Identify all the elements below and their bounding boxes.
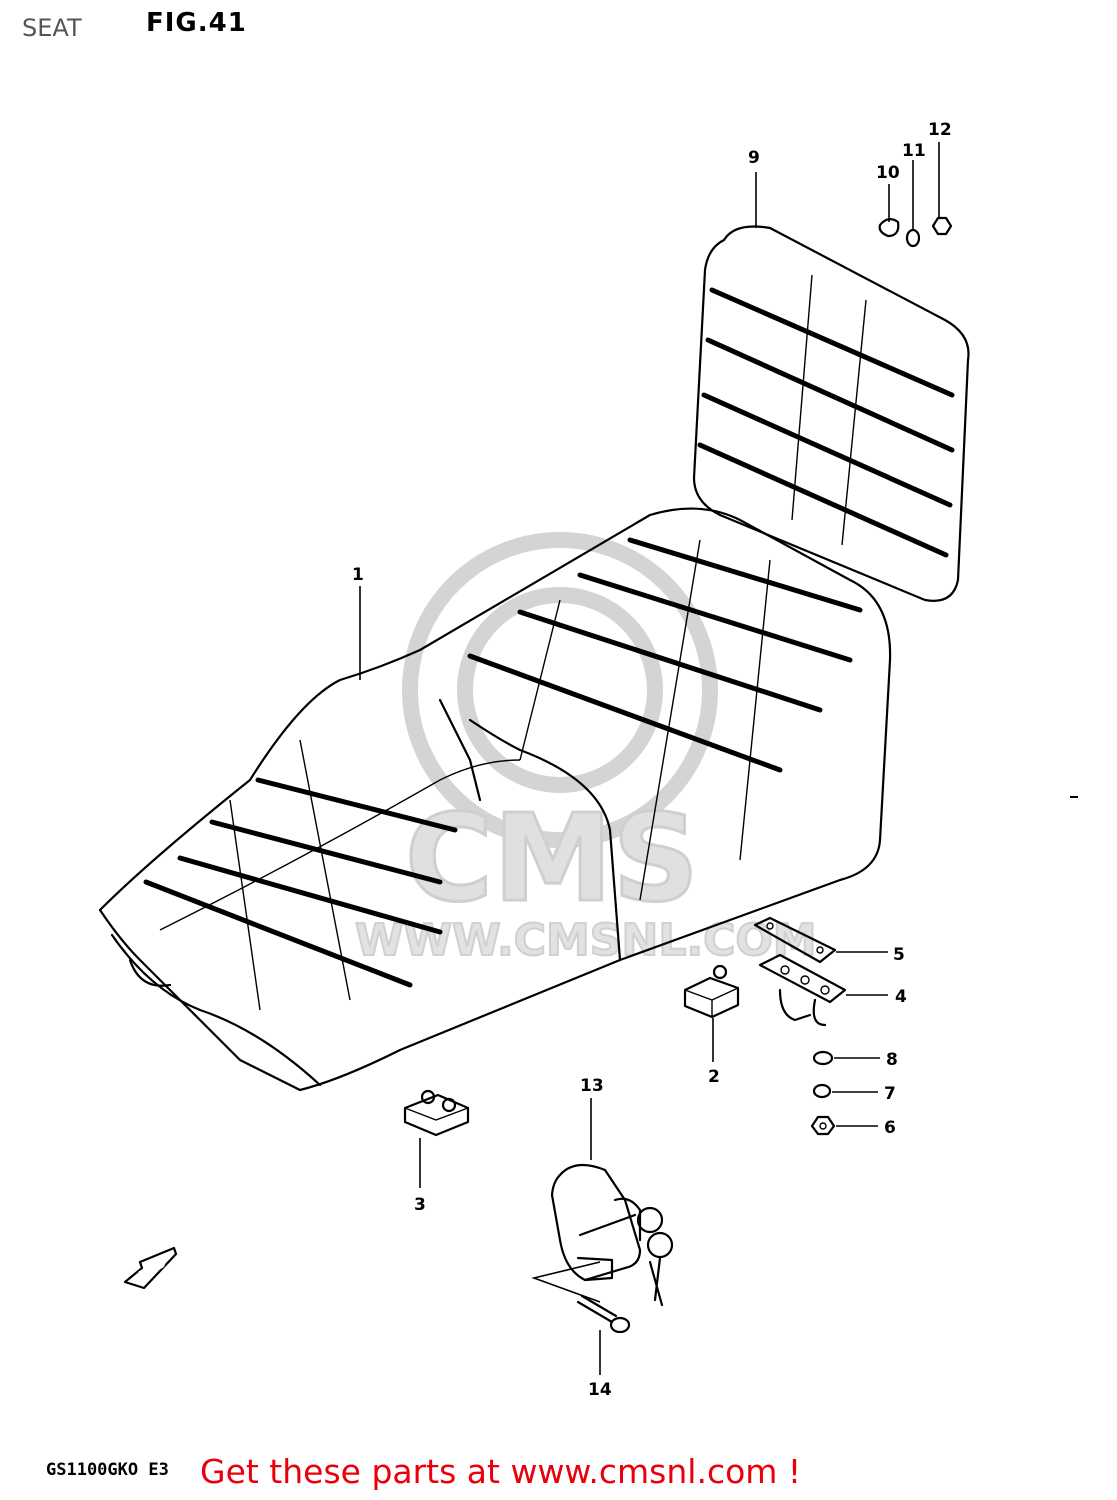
part-1-seat[interactable] bbox=[98, 507, 892, 1092]
callout-1[interactable]: 1 bbox=[352, 565, 364, 585]
promo-link[interactable]: Get these parts at www.cmsnl.com ! bbox=[200, 1452, 802, 1491]
model-code: GS1100GKO E3 bbox=[46, 1460, 169, 1480]
part-7-washer[interactable] bbox=[812, 1083, 832, 1099]
callout-8[interactable]: 8 bbox=[886, 1050, 898, 1070]
callout-3[interactable]: 3 bbox=[414, 1195, 426, 1215]
leader-lines bbox=[359, 142, 940, 1375]
section-title: SEAT bbox=[22, 14, 82, 42]
part-5-plate[interactable] bbox=[753, 916, 837, 964]
part-11-washer[interactable] bbox=[905, 228, 921, 248]
part-12-nut[interactable] bbox=[931, 216, 953, 236]
part-4-bracket[interactable] bbox=[758, 953, 847, 1027]
callout-11[interactable]: 11 bbox=[902, 141, 926, 161]
watermark: CMS WWW.CMSNL.COM bbox=[354, 532, 818, 967]
callout-14[interactable]: 14 bbox=[588, 1380, 612, 1400]
part-6-nut[interactable] bbox=[810, 1115, 836, 1136]
callout-2[interactable]: 2 bbox=[708, 1067, 720, 1087]
callout-5[interactable]: 5 bbox=[893, 945, 905, 965]
figure-number: FIG.41 bbox=[146, 8, 247, 38]
callout-4[interactable]: 4 bbox=[895, 987, 907, 1007]
watermark-site: WWW.CMSNL.COM bbox=[355, 915, 817, 966]
part-13-seat-lock[interactable] bbox=[550, 1163, 674, 1307]
fwd-direction-arrow: FWD bbox=[123, 1246, 178, 1290]
callout-7[interactable]: 7 bbox=[884, 1084, 896, 1104]
part-3-rubber-block[interactable] bbox=[403, 1089, 470, 1137]
callout-6[interactable]: 6 bbox=[884, 1118, 896, 1138]
callout-12[interactable]: 12 bbox=[928, 120, 952, 140]
part-8-washer[interactable] bbox=[812, 1050, 834, 1066]
callout-10[interactable]: 10 bbox=[876, 163, 900, 183]
part-9-backrest[interactable] bbox=[692, 225, 970, 602]
callout-9[interactable]: 9 bbox=[748, 148, 760, 168]
callouts: 1 2 3 4 5 6 7 8 9 10 11 12 13 14 bbox=[352, 120, 952, 1400]
part-2-rubber-block[interactable] bbox=[683, 964, 740, 1019]
part-14-screw[interactable] bbox=[576, 1294, 631, 1334]
callout-13[interactable]: 13 bbox=[580, 1076, 604, 1096]
watermark-mark: CMS bbox=[405, 790, 699, 929]
